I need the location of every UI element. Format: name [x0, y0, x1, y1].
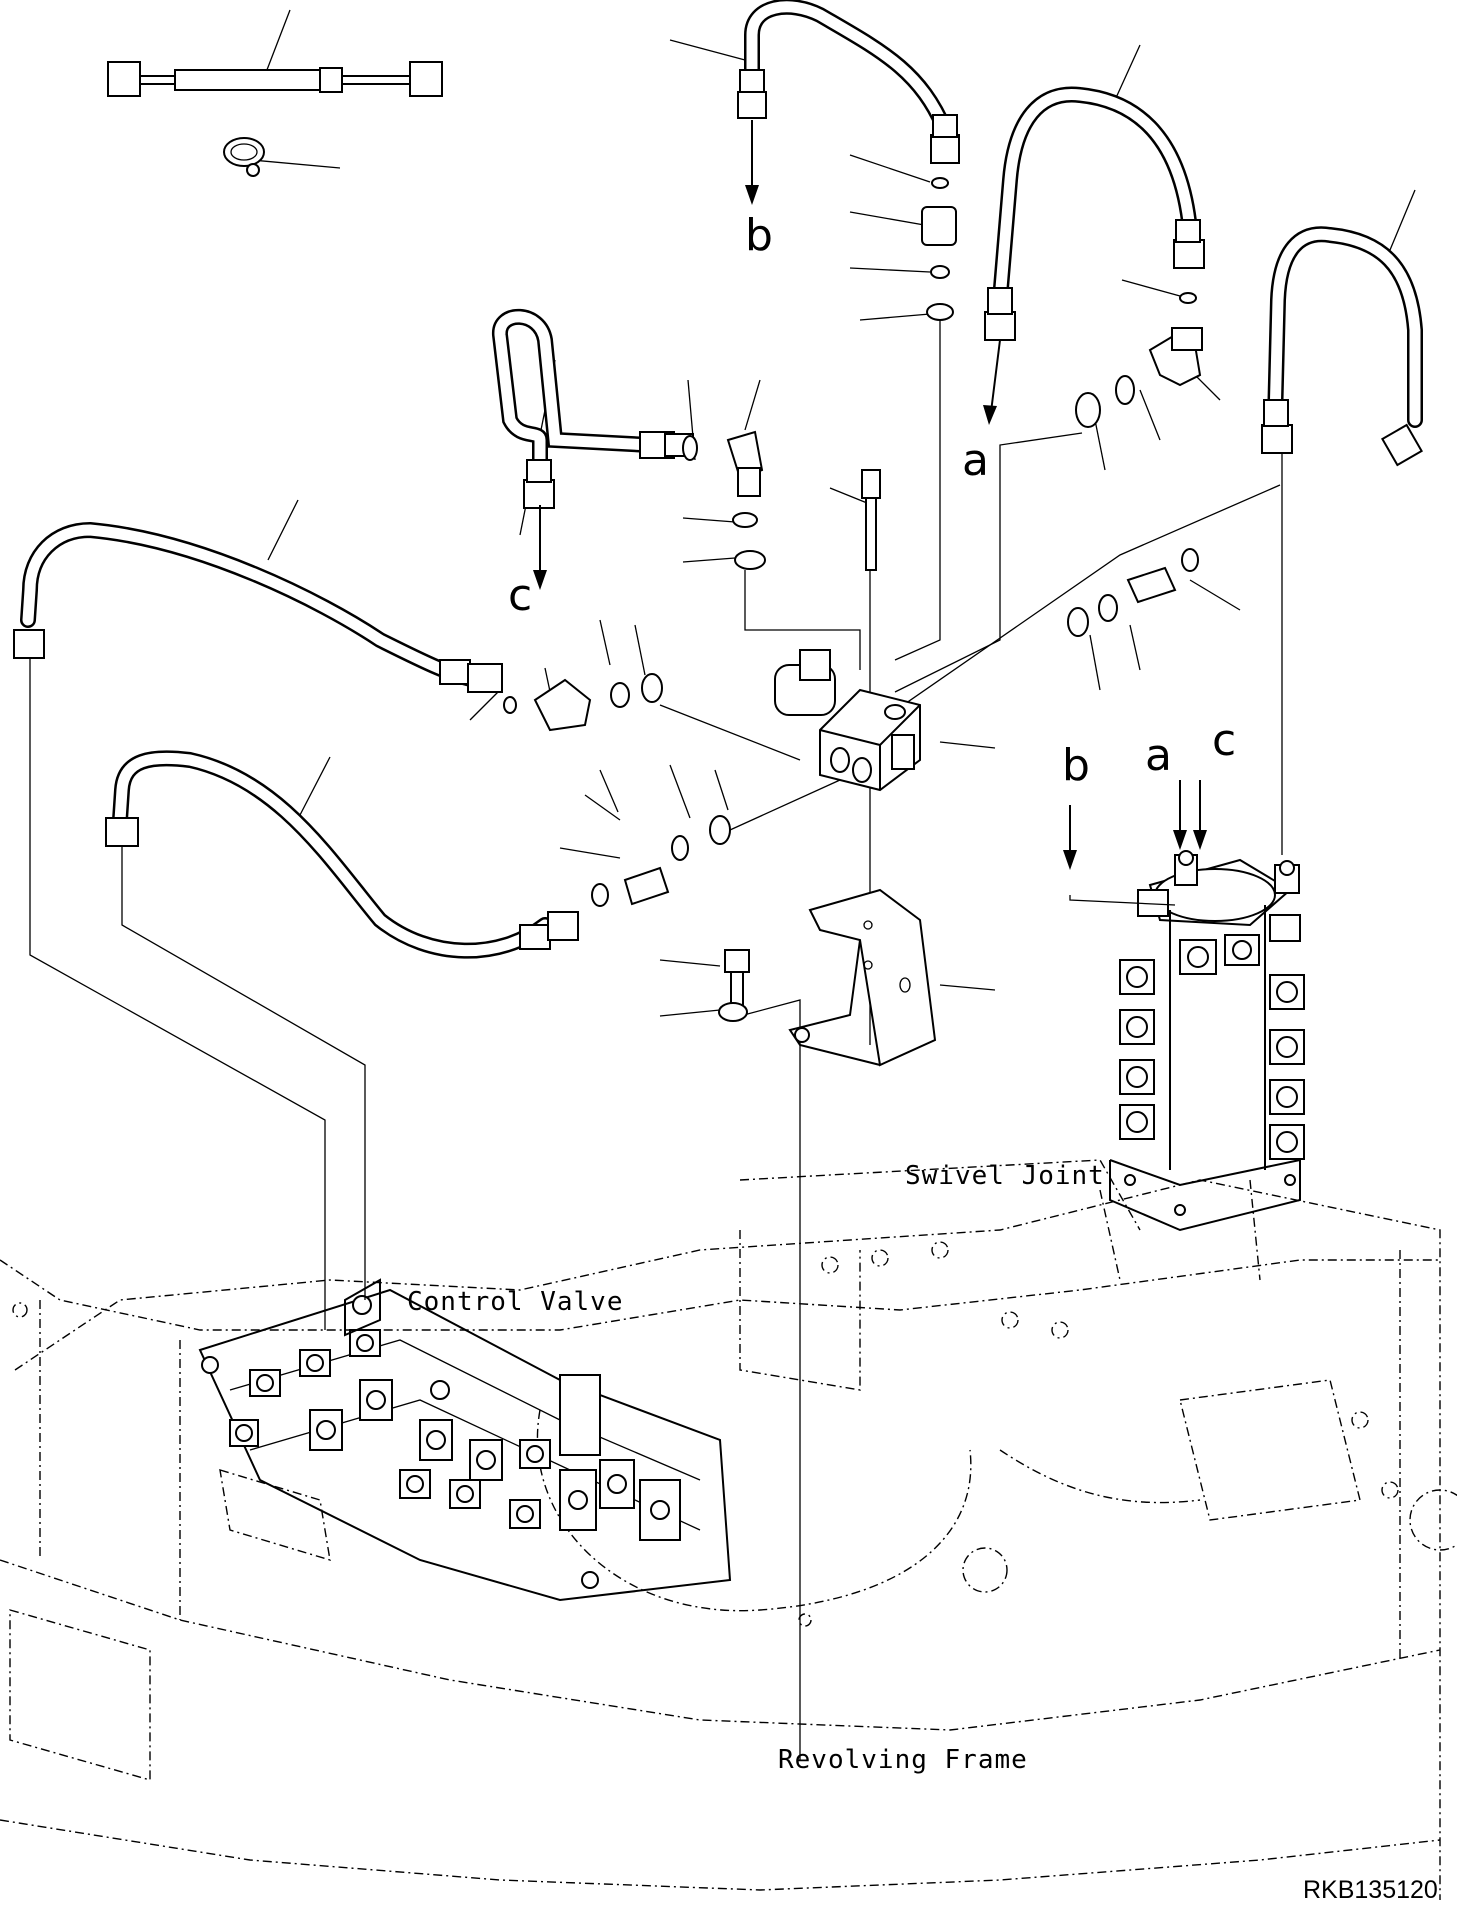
- hose-top-center: [737, 0, 960, 164]
- marker-c-left: c: [508, 570, 532, 621]
- hose-long-upper: [13, 521, 503, 693]
- marker-b-top: b: [745, 210, 773, 261]
- marker-a-top: a: [962, 435, 989, 486]
- hose-far-right: [1261, 226, 1423, 467]
- marker-b-swivel: b: [1062, 740, 1090, 791]
- marker-a-swivel: a: [1145, 730, 1172, 781]
- swivel-joint: [1109, 850, 1305, 1232]
- hose-clamp: [223, 137, 265, 177]
- fittings-and-orings: [503, 177, 1203, 1022]
- hose-c-loop: [492, 308, 694, 509]
- hose-long-lower: [105, 750, 579, 959]
- routing-lines: [29, 305, 1283, 1760]
- revolving-frame-outline: [0, 1159, 1457, 1900]
- control-valve-label: Control Valve: [407, 1287, 624, 1317]
- swivel-joint-label: Swivel Joint: [905, 1161, 1105, 1191]
- revolving-frame-label: Revolving Frame: [778, 1745, 1028, 1775]
- wiring-harness: [107, 61, 443, 97]
- connection-arrows: [533, 120, 1207, 870]
- leader-lines: [251, 9, 1416, 1017]
- marker-c-swivel: c: [1212, 715, 1236, 766]
- control-valve-assembly: [198, 1278, 732, 1602]
- solenoid-valve-block: [774, 649, 921, 792]
- hose-top-right: [984, 86, 1205, 341]
- mounting-bracket: [788, 888, 937, 1067]
- drawing-code: RKB135120: [1303, 1876, 1438, 1904]
